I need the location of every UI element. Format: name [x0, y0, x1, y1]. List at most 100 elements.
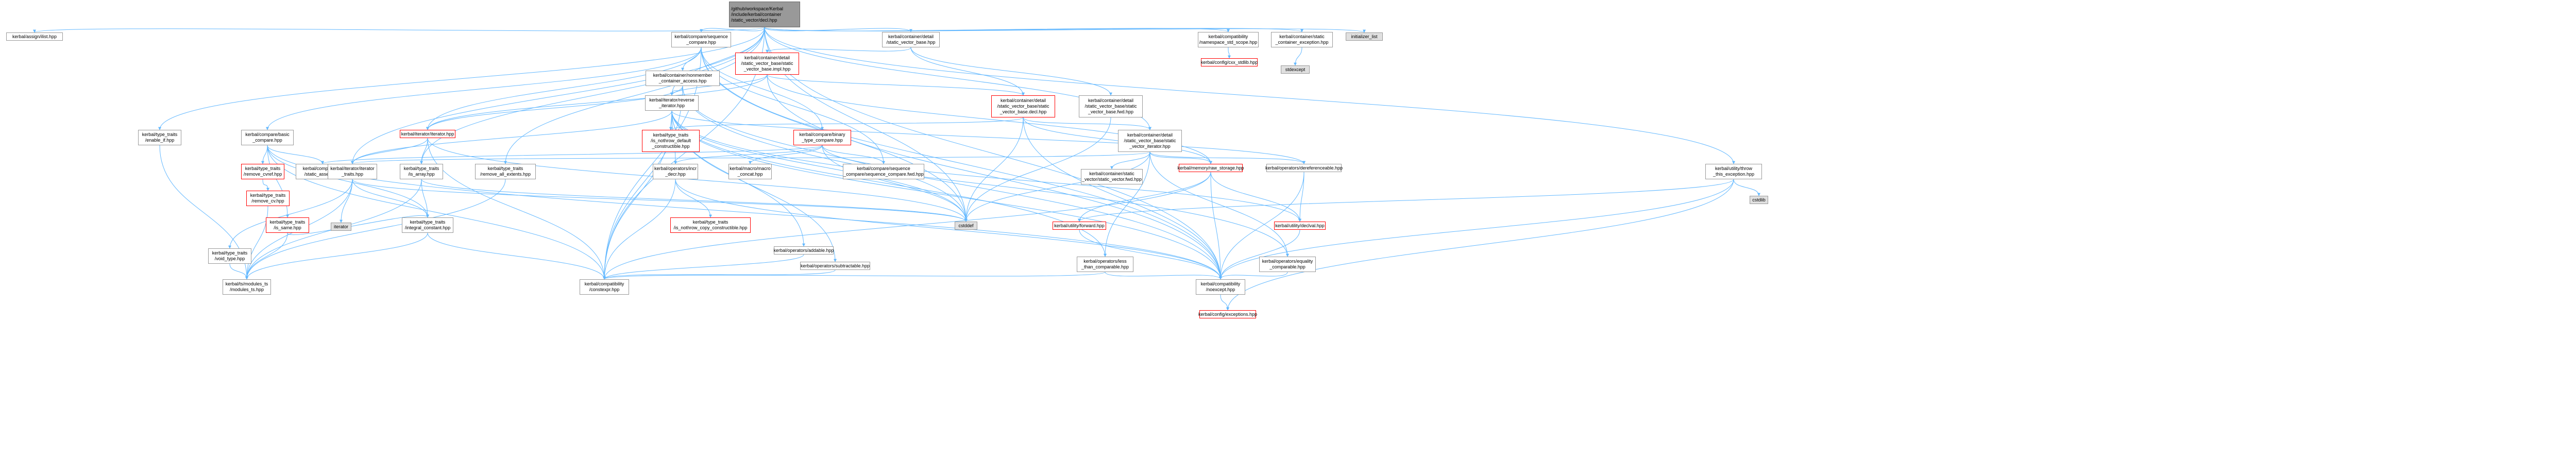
edge-svb-to-svb-fwd	[910, 47, 1112, 96]
edge-static-exc-to-stdexcept	[1294, 47, 1302, 66]
node-iter-traits[interactable]: kerbal/iterator/iterator _traits.hpp	[328, 164, 377, 179]
edge-iter-traits-to-tt-void-type	[228, 179, 353, 249]
edge-rev-iter-to-op-equal	[671, 110, 1289, 257]
node-tt-remove-cv[interactable]: kerbal/type_traits /remove_cv.hpp	[246, 191, 290, 206]
node-op-deref[interactable]: kerbal/operators/dereferenceable.hpp	[1265, 164, 1343, 172]
node-op-incr[interactable]: kerbal/operators/incr _decr.hpp	[653, 164, 698, 179]
node-cmp-binary[interactable]: kerbal/compare/binary _type_compare.hpp	[793, 130, 851, 145]
edge-root-to-throw-exc	[764, 27, 1735, 164]
edge-raw-storage-to-util-declval	[1210, 172, 1301, 222]
edge-cmp-binary-to-macro-concat	[749, 145, 823, 164]
edge-throw-exc-to-compat-noexcept	[1219, 179, 1734, 280]
node-op-equal[interactable]: kerbal/operators/equality _comparable.hp…	[1259, 257, 1316, 272]
edge-root-to-cmp-seq	[700, 27, 765, 32]
node-svb-decl[interactable]: kerbal/container/detail /static_vector_b…	[991, 95, 1055, 117]
node-iterator-hpp[interactable]: kerbal/iterator/iterator.hpp	[400, 130, 455, 138]
node-compat-ns[interactable]: kerbal/compatibility /namespace_std_scop…	[1198, 32, 1259, 47]
node-op-less[interactable]: kerbal/operators/less _than_comparable.h…	[1077, 257, 1133, 272]
edge-throw-exc-to-config-exc	[1226, 179, 1734, 311]
edge-cmp-basic-to-tt-integral	[267, 145, 429, 218]
edge-svb-iter-to-sv-fwd	[1110, 151, 1150, 170]
edge-tt-void-type-to-ts-modules	[229, 263, 248, 280]
edge-svb-to-svb-decl	[910, 47, 1025, 96]
node-svb-fwd[interactable]: kerbal/container/detail /static_vector_b…	[1079, 95, 1143, 117]
edge-iterator-hpp-to-tt-is-array	[420, 138, 428, 164]
edge-op-deref-to-util-declval	[1298, 172, 1304, 222]
edge-raw-storage-to-compat-noexcept	[1210, 172, 1222, 280]
node-config-exc[interactable]: kerbal/config/exceptions.hpp	[1198, 310, 1257, 318]
node-raw-storage[interactable]: kerbal/memory/raw_storage.hpp	[1177, 164, 1244, 172]
node-cmp-basic[interactable]: kerbal/compare/basic _compare.hpp	[241, 130, 294, 145]
node-util-declval[interactable]: kerbal/utility/declval.hpp	[1274, 222, 1326, 230]
edge-throw-exc-to-util-forward	[1078, 179, 1734, 222]
edge-cmp-binary-to-cstddef	[822, 145, 968, 222]
node-tt-remove-extents[interactable]: kerbal/type_traits /remove_all_extents.h…	[475, 164, 536, 179]
node-cmp-seq-fwd[interactable]: kerbal/compare/sequence _compare/sequenc…	[843, 164, 924, 179]
edge-compat-ns-to-config-cxx	[1227, 47, 1231, 59]
node-sv-fwd[interactable]: kerbal/container/static _vector/static_v…	[1081, 169, 1143, 184]
node-ts-modules[interactable]: kerbal/ts/modules_ts /modules_ts.hpp	[223, 279, 271, 295]
edge-svb-iter-to-iter-traits	[351, 151, 1150, 164]
edge-cmp-binary-to-util-declval	[822, 145, 1301, 222]
edge-svb-decl-to-tt-nothrow-def	[669, 117, 1024, 130]
edge-op-deref-to-compat-noexcept	[1219, 172, 1304, 280]
node-cstdlib[interactable]: cstdlib	[1750, 196, 1768, 204]
edge-root-to-assign-list	[33, 27, 765, 33]
edge-iter-traits-to-cstddef	[352, 179, 968, 222]
node-cmp-seq[interactable]: kerbal/compare/sequence _compare.hpp	[671, 32, 731, 47]
node-op-addable[interactable]: kerbal/operators/addable.hpp	[773, 246, 834, 255]
edge-tt-integral-to-compat-constexpr	[427, 232, 606, 280]
node-util-forward[interactable]: kerbal/utility/forward.hpp	[1053, 222, 1106, 230]
edge-compat-noexcept-to-config-exc	[1220, 294, 1229, 311]
edge-op-less-to-compat-noexcept	[1105, 272, 1222, 280]
node-iterator-std[interactable]: iterator	[331, 223, 351, 231]
edge-svb-decl-to-cstddef	[964, 117, 1024, 222]
node-tt-nothrow-copy[interactable]: kerbal/type_traits /is_nothrow_copy_cons…	[670, 217, 751, 233]
edge-cmp-seq-to-nonmember	[681, 47, 702, 71]
edge-cmp-seq-to-cmp-binary	[701, 47, 824, 130]
edge-svb-impl-to-compat-noexcept	[767, 74, 1222, 280]
edge-raw-storage-to-compat-constexpr	[603, 172, 1211, 280]
edge-root-to-svb	[764, 27, 912, 32]
edge-svb-iter-to-op-equal	[1149, 151, 1289, 257]
node-stdexcept[interactable]: stdexcept	[1281, 65, 1310, 74]
edge-cmp-seq-to-cmp-seq-fwd	[701, 47, 885, 164]
node-tt-is-same[interactable]: kerbal/type_traits /is_same.hpp	[266, 217, 309, 233]
node-macro-concat[interactable]: kerbal/macro/macro _concat.hpp	[728, 164, 772, 179]
node-tt-remove-cvref[interactable]: kerbal/type_traits /remove_cvref.hpp	[241, 164, 284, 179]
edge-rev-iter-to-iter-traits	[351, 110, 672, 164]
edge-op-addable-to-compat-constexpr	[603, 254, 804, 280]
node-tt-is-array[interactable]: kerbal/type_traits /is_array.hpp	[400, 164, 443, 179]
node-nonmember[interactable]: kerbal/container/nonmember _container_ac…	[646, 71, 720, 86]
node-cstddef[interactable]: cstddef	[955, 222, 977, 230]
edge-util-declval-to-compat-noexcept	[1219, 229, 1300, 280]
node-init-list[interactable]: initializer_list	[1346, 32, 1383, 41]
node-compat-noexcept[interactable]: kerbal/compatibility /noexcept.hpp	[1196, 279, 1245, 295]
edge-svb-iter-to-cstddef	[964, 151, 1150, 222]
edge-op-subtract-to-compat-constexpr	[603, 269, 836, 280]
node-throw-exc[interactable]: kerbal/utility/throw _this_exception.hpp	[1705, 164, 1762, 179]
edge-nonmember-to-iterator-hpp	[426, 86, 683, 130]
node-config-cxx[interactable]: kerbal/config/cxx_stdlib.hpp	[1201, 58, 1258, 66]
node-op-subtract[interactable]: kerbal/operators/subtractable.hpp	[800, 262, 870, 270]
edge-throw-exc-to-cstdlib	[1733, 179, 1760, 196]
node-tt-nothrow-def[interactable]: kerbal/type_traits /is_nothrow_default _…	[642, 130, 700, 152]
node-compat-constexpr[interactable]: kerbal/compatibility /constexpr.hpp	[580, 279, 629, 295]
edge-svb-iter-to-op-less	[1104, 151, 1150, 257]
node-svb[interactable]: kerbal/container/detail /static_vector_b…	[882, 32, 940, 47]
edge-root-to-init-list	[764, 27, 1366, 33]
node-rev-iter[interactable]: kerbal/iterator/reverse _iterator.hpp	[645, 95, 699, 111]
edge-cmp-binary-to-op-incr	[674, 145, 823, 164]
node-root[interactable]: /github/workspace/Kerbal /include/kerbal…	[729, 2, 800, 27]
edge-cmp-basic-to-tt-remove-cvref	[261, 145, 268, 164]
node-tt-void-type[interactable]: kerbal/type_traits /void_type.hpp	[208, 248, 251, 264]
edge-cmp-seq-to-cmp-basic	[266, 47, 702, 130]
node-svb-iter[interactable]: kerbal/container/detail /static_vector_b…	[1118, 130, 1182, 152]
node-tt-enable-if[interactable]: kerbal/type_traits /enable_if.hpp	[138, 130, 181, 145]
node-assign-list[interactable]: kerbal/assign/ilist.hpp	[6, 32, 63, 41]
edge-svb-iter-to-op-deref	[1149, 151, 1306, 164]
node-tt-integral[interactable]: kerbal/type_traits /integral_constant.hp…	[402, 217, 453, 233]
node-svb-impl[interactable]: kerbal/container/detail /static_vector_b…	[735, 53, 799, 75]
edge-cmp-seq-to-iterator-hpp	[426, 47, 702, 130]
node-static-exc[interactable]: kerbal/container/static _container_excep…	[1271, 32, 1333, 47]
